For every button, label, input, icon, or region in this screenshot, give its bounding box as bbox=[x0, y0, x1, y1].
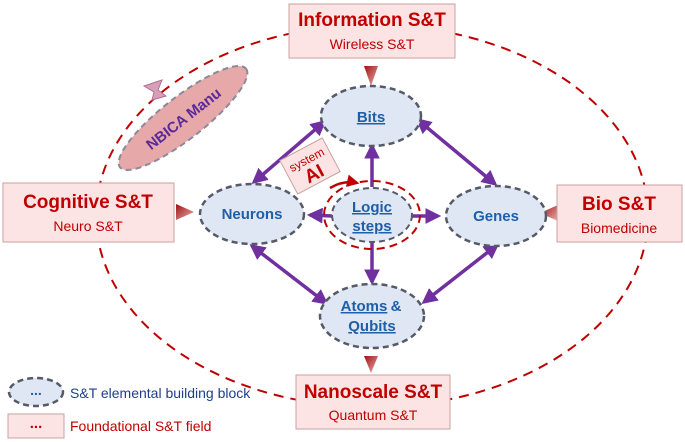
legend-block-symbol: ... bbox=[30, 382, 42, 398]
node-bits: Bits bbox=[319, 84, 423, 148]
legend-field-symbol: ... bbox=[30, 415, 43, 432]
field-cognitive-title: Cognitive S&T bbox=[23, 192, 153, 213]
node-logic-line2: steps bbox=[352, 218, 391, 235]
pointer-cognitive bbox=[176, 204, 194, 220]
field-bio-subtitle: Biomedicine bbox=[581, 220, 657, 236]
field-nano: Nanoscale S&T Quantum S&T bbox=[295, 374, 451, 430]
legend: ... S&T elemental building block ... Fou… bbox=[7, 376, 251, 439]
node-neurons: Neurons bbox=[198, 182, 306, 246]
node-logic-steps: Logic steps bbox=[323, 180, 421, 250]
field-cognitive: Cognitive S&T Neuro S&T bbox=[2, 182, 175, 243]
field-pointers bbox=[176, 66, 558, 373]
arrow-logic-neurons bbox=[306, 207, 333, 224]
arrow-bits-neurons bbox=[251, 119, 327, 185]
nbica-manu-badge: NBICA Manu bbox=[117, 65, 249, 171]
node-neurons-label: Neurons bbox=[222, 206, 283, 223]
field-cognitive-subtitle: Neuro S&T bbox=[53, 218, 123, 234]
field-bio-title: Bio S&T bbox=[582, 194, 656, 215]
node-logic-line1: Logic bbox=[352, 199, 392, 216]
pointer-nano bbox=[364, 356, 378, 373]
node-atoms-amp: & bbox=[391, 298, 402, 315]
ai-arrow bbox=[329, 174, 360, 190]
arrow-neurons-atoms bbox=[249, 244, 329, 305]
field-bio: Bio S&T Biomedicine bbox=[556, 184, 683, 243]
node-bits-label: Bits bbox=[357, 109, 385, 126]
legend-building-block: ... S&T elemental building block bbox=[7, 376, 251, 408]
pointer-bio bbox=[540, 205, 558, 221]
connector-arrows bbox=[249, 117, 500, 305]
field-information-title: Information S&T bbox=[298, 10, 446, 31]
node-genes-label: Genes bbox=[473, 208, 519, 225]
node-atoms-qubits: Atoms & Qubits bbox=[318, 282, 426, 350]
legend-field-label: Foundational S&T field bbox=[70, 418, 211, 434]
arrow-genes-atoms bbox=[421, 243, 500, 304]
legend-foundational-field: ... Foundational S&T field bbox=[7, 413, 211, 439]
field-information-subtitle: Wireless S&T bbox=[330, 36, 415, 52]
legend-block-label: S&T elemental building block bbox=[70, 385, 251, 401]
node-atoms-label: Atoms bbox=[341, 298, 388, 315]
arrow-bits-genes bbox=[415, 117, 498, 187]
node-genes: Genes bbox=[444, 184, 548, 248]
field-nano-title: Nanoscale S&T bbox=[304, 382, 443, 403]
pointer-information bbox=[364, 66, 378, 86]
node-qubits-label: Qubits bbox=[348, 318, 396, 335]
field-nano-subtitle: Quantum S&T bbox=[329, 407, 418, 423]
nbica-arrow-icon bbox=[142, 79, 168, 101]
field-information: Information S&T Wireless S&T bbox=[288, 3, 456, 59]
